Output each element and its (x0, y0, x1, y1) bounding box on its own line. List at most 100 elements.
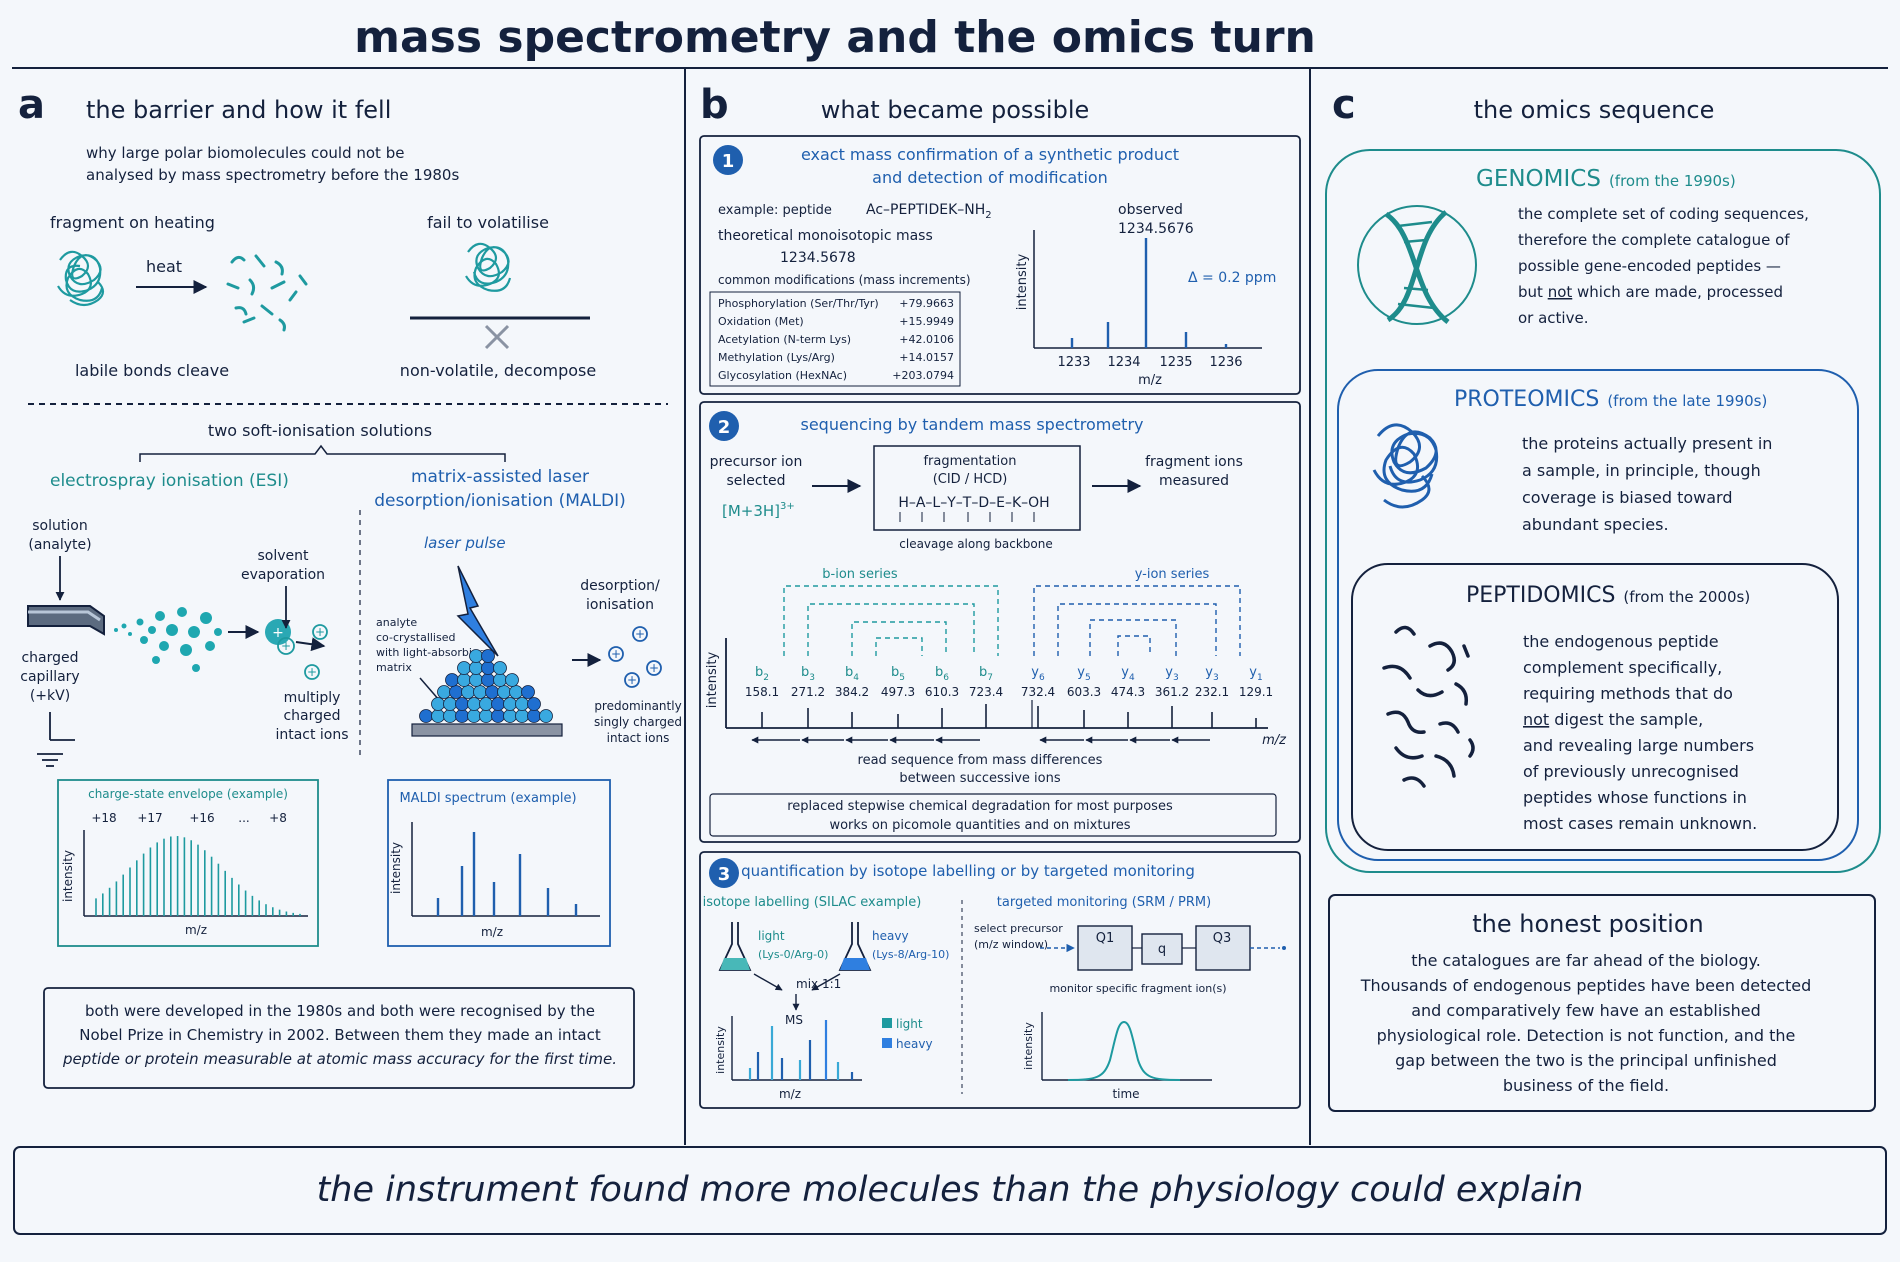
legend-light-swatch (882, 1018, 892, 1028)
proteomics-line: the proteins actually present in (1522, 434, 1772, 453)
intro-line-1: why large polar biomolecules could not b… (86, 144, 404, 162)
heavy-arrow (811, 973, 841, 991)
crystal-bead (485, 685, 499, 699)
panel-heading: the barrier and how it fell (86, 96, 391, 124)
box1-peaks (1070, 238, 1228, 348)
precursor-ion: [M+3H]3+ (722, 501, 795, 520)
box-3 (699, 851, 1301, 1109)
crystal-bead (505, 673, 519, 687)
crystal-bead (481, 673, 495, 687)
maldi-ions-1: predominantly (594, 699, 681, 713)
fragmentation-box (873, 445, 1081, 531)
theoretical-value: 1234.5678 (780, 250, 856, 266)
peptidomics-line: not digest the sample, (1523, 710, 1703, 729)
tick-label: 1234 (1107, 355, 1140, 370)
q3-box (1195, 925, 1251, 971)
crystal-bead (419, 709, 433, 723)
read-note-1: read sequence from mass differences (858, 753, 1103, 768)
esi-solution-2: (analyte) (28, 537, 91, 553)
box-1 (699, 135, 1301, 395)
peptidomics-line: peptides whose functions in (1523, 788, 1747, 807)
silac-peaks (748, 1020, 854, 1080)
crystal-bead (509, 685, 523, 699)
maldi-xlabel: m/z (481, 925, 503, 939)
charge-labels: +18 +17 +16 ... +8 (91, 811, 287, 825)
box3-title: quantification by isotope labelling or b… (741, 862, 1195, 880)
flask-icon (718, 922, 752, 971)
tangled-molecule-icon (57, 250, 105, 307)
y-series-label: y-ion series (1135, 567, 1210, 582)
heavy-1: heavy (872, 929, 909, 943)
crystal-bead (521, 685, 535, 699)
ion-name: b2 (755, 665, 769, 683)
panel-heading: what became possible (821, 96, 1090, 124)
ion-name: b3 (801, 665, 815, 683)
fragment-ions-1: fragment ions (1145, 454, 1243, 470)
ion-mz: 474.3 (1111, 685, 1145, 699)
ion-name: y3 (1165, 665, 1178, 683)
crystal-bead (503, 697, 517, 711)
honest-line: physiological role. Detection is not fun… (1377, 1026, 1796, 1045)
example-label: example: peptide (718, 203, 832, 218)
charge-label: +18 (91, 811, 116, 825)
fragmentation-2: (CID / HCD) (933, 472, 1008, 487)
panel-letter: c (1332, 82, 1356, 128)
y-ion-labels: y6732.4y5603.3y4474.3y3361.2y3232.1y1129… (1021, 665, 1273, 728)
maldi-ions-3: intact ions (607, 731, 670, 745)
charge-label: ... (238, 811, 249, 825)
crystal-bead (469, 661, 483, 675)
crystal-bead (497, 685, 511, 699)
box2-title: sequencing by tandem mass spectrometry (800, 415, 1143, 434)
ground-icon (37, 712, 75, 767)
proteomics-text: the proteins actually present in a sampl… (1522, 434, 1772, 534)
svg-text:+: + (272, 625, 284, 641)
maldi-spectrum-box (387, 779, 611, 947)
panel-heading: the omics sequence (1474, 96, 1715, 124)
mod-delta: +14.0157 (899, 351, 954, 364)
crystal-bead (491, 697, 505, 711)
box1-ticks: 1233 1234 1235 1236 (1057, 355, 1242, 370)
crystal-bead (479, 709, 493, 723)
monitor-label: monitor specific fragment ion(s) (1049, 982, 1226, 995)
matrix-1: analyte (376, 616, 417, 629)
silac-ylabel: intensity (714, 1026, 727, 1074)
heat-label: heat (146, 257, 182, 276)
esi-title: electrospray ionisation (ESI) (50, 471, 289, 491)
peptidomics-line: most cases remain unknown. (1523, 814, 1757, 833)
crystal-bead (479, 697, 493, 711)
note-line-3: peptide or protein measurable at atomic … (62, 1050, 617, 1068)
crystal-bead (431, 697, 445, 711)
maldi-spectrum-title: MALDI spectrum (example) (399, 791, 576, 806)
crystal-pile-icon (419, 649, 553, 723)
ion-plus-signs: +++ (281, 625, 325, 679)
honest-line: business of the field. (1503, 1076, 1669, 1095)
mod-name: Oxidation (Met) (718, 315, 804, 328)
tangled-molecule-icon (465, 242, 512, 292)
genomics-box (1325, 149, 1881, 873)
ion-mz: 384.2 (835, 685, 869, 699)
tick-label: 1236 (1209, 355, 1242, 370)
ion-icon (277, 624, 328, 680)
step-badge (709, 411, 739, 441)
panel-letter: b (700, 82, 729, 128)
charge-label: +17 (137, 811, 162, 825)
esi-ylabel: intensity (61, 850, 75, 902)
maldi-title-1: matrix-assisted laser (411, 467, 589, 487)
esi-xlabel: m/z (185, 923, 207, 937)
crystal-bead (455, 697, 469, 711)
volatilise-title: fail to volatilise (427, 213, 549, 232)
light-1: light (758, 929, 785, 943)
peptidomics-box (1351, 563, 1839, 851)
q1-label: Q1 (1096, 931, 1115, 946)
srm-ylabel: intensity (1022, 1022, 1035, 1070)
step-number: 2 (718, 417, 731, 438)
honest-line: the catalogues are far ahead of the biol… (1411, 951, 1761, 970)
mod-delta: +15.9949 (899, 315, 954, 328)
matrix-3: with light-absorbing (376, 646, 486, 659)
crystal-bead (493, 673, 507, 687)
crystal-bead (467, 697, 481, 711)
genomics-line: therefore the complete catalogue of (1518, 231, 1790, 249)
cleavage-note: cleavage along backbone (899, 537, 1052, 551)
step-number: 1 (722, 151, 735, 172)
